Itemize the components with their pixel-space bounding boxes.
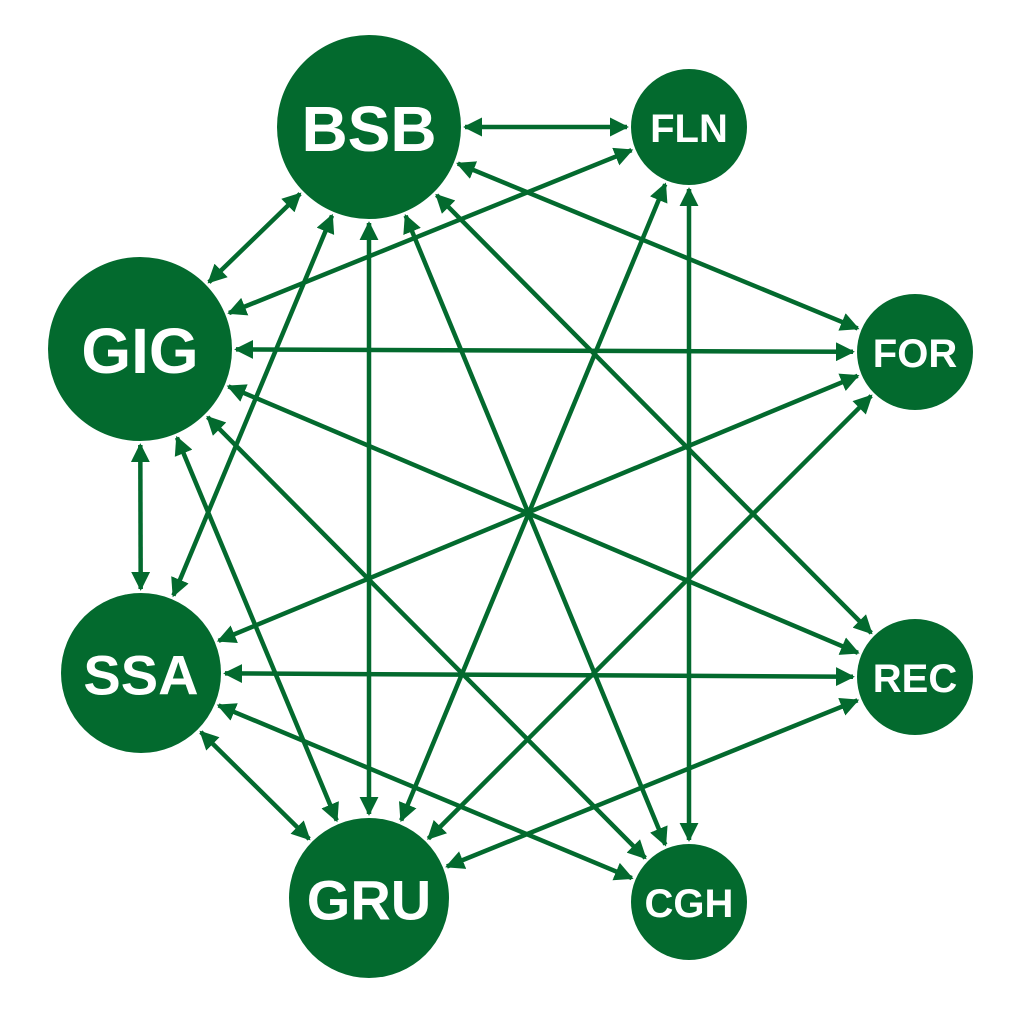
node-gru: GRU (289, 818, 449, 978)
edge-gig-for (234, 340, 855, 362)
node-bsb: BSB (277, 35, 461, 219)
edge-ssa-gru (199, 730, 311, 841)
node-for: FOR (857, 294, 973, 410)
node-label-rec: REC (873, 657, 957, 701)
node-circle-cgh (631, 844, 747, 960)
nodes-layer: BSB FLN GIG FOR SSA REC GRU CGH (48, 35, 973, 978)
node-label-gig: GIG (81, 315, 198, 387)
edges-layer (130, 117, 873, 881)
edge-rec-gru (445, 697, 860, 869)
edge-fln-gru (398, 182, 668, 823)
node-rec: REC (857, 619, 973, 735)
node-circle-ssa (61, 593, 221, 753)
node-circle-bsb (277, 35, 461, 219)
node-ssa: SSA (61, 593, 221, 753)
node-circle-fln (631, 69, 747, 185)
node-circle-gru (289, 818, 449, 978)
edge-bsb-for (456, 161, 860, 331)
node-label-ssa: SSA (83, 644, 198, 707)
node-cgh: CGH (631, 844, 747, 960)
node-label-fln: FLN (650, 107, 728, 151)
node-label-cgh: CGH (645, 882, 734, 926)
node-label-bsb: BSB (301, 93, 436, 165)
edge-ssa-rec (223, 664, 855, 687)
edge-bsb-gig (207, 192, 302, 284)
node-fln: FLN (631, 69, 747, 185)
node-circle-for (857, 294, 973, 410)
node-circle-gig (48, 257, 232, 441)
node-gig: GIG (48, 257, 232, 441)
node-circle-rec (857, 619, 973, 735)
node-label-gru: GRU (307, 869, 431, 932)
node-label-for: FOR (873, 332, 958, 376)
edge-gig-rec (226, 384, 860, 655)
